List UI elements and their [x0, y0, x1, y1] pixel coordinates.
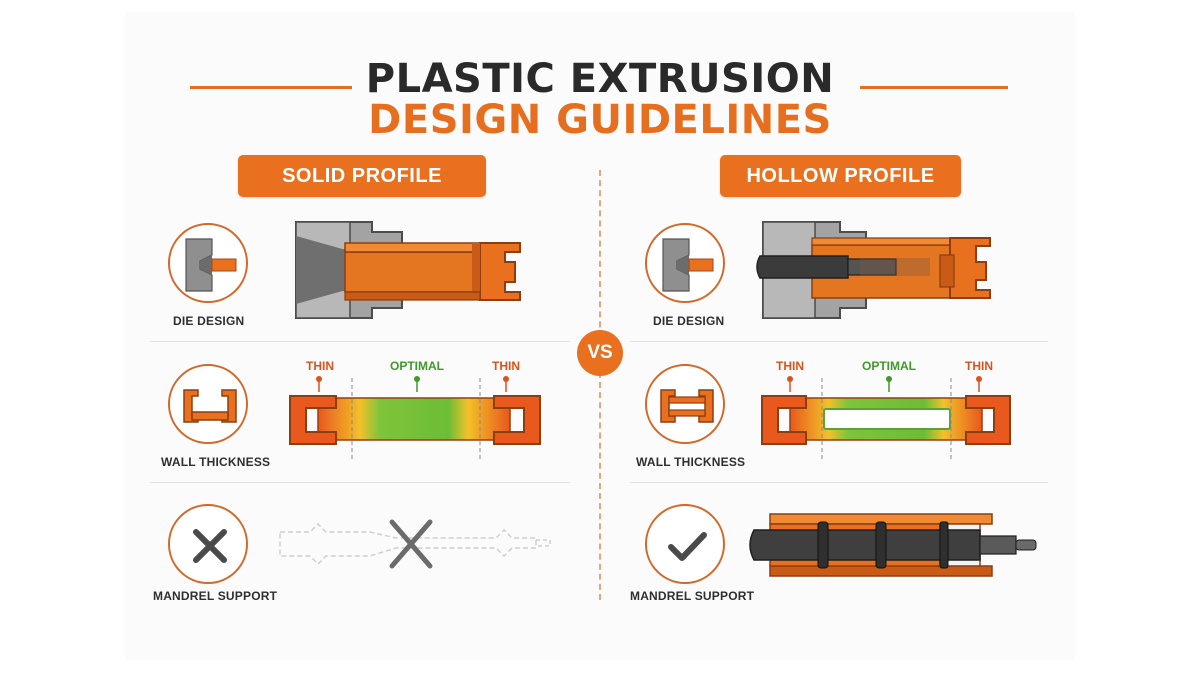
wall-thickness-icon: [645, 364, 725, 444]
check-mark-icon: [645, 504, 725, 584]
page-subtitle: DESIGN GUIDELINES: [368, 97, 832, 143]
hollow-die-design-label: DIE DESIGN: [653, 314, 725, 328]
hollow-profile-header: HOLLOW PROFILE: [720, 155, 961, 197]
row-separator: [630, 482, 1048, 483]
hollow-thin-right-label: THIN: [965, 359, 993, 373]
solid-thin-right-label: THIN: [492, 359, 520, 373]
row-separator: [630, 341, 1048, 342]
column-divider: [599, 170, 601, 600]
vs-badge: VS: [577, 330, 623, 376]
solid-optimal-label: OPTIMAL: [390, 359, 444, 373]
x-mark-icon: [168, 504, 248, 584]
hollow-optimal-label: OPTIMAL: [862, 359, 916, 373]
page-title: PLASTIC EXTRUSION: [365, 56, 835, 102]
die-design-icon: [645, 223, 725, 303]
hollow-thin-left-label: THIN: [776, 359, 804, 373]
title-rule-left: [190, 86, 352, 89]
die-design-icon: [168, 223, 248, 303]
wall-thickness-icon: [168, 364, 248, 444]
solid-mandrel-support-label: MANDREL SUPPORT: [153, 589, 278, 603]
title-rule-right: [860, 86, 1008, 89]
solid-profile-header: SOLID PROFILE: [238, 155, 486, 197]
row-separator: [150, 341, 570, 342]
solid-thin-left-label: THIN: [306, 359, 334, 373]
hollow-wall-thickness-label: WALL THICKNESS: [636, 455, 746, 469]
row-separator: [150, 482, 570, 483]
solid-die-design-label: DIE DESIGN: [173, 314, 245, 328]
hollow-mandrel-support-label: MANDREL SUPPORT: [630, 589, 755, 603]
solid-wall-thickness-label: WALL THICKNESS: [161, 455, 271, 469]
